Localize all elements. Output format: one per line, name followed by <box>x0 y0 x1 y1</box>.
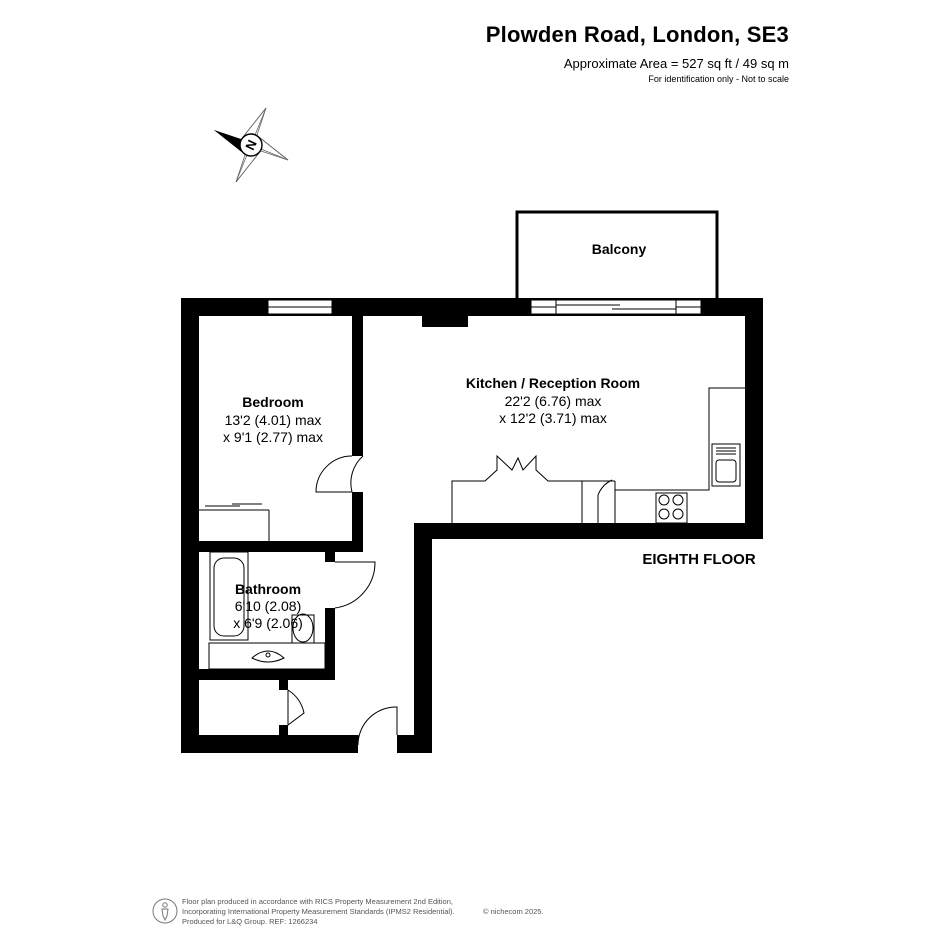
footer-line-3: Produced for L&Q Group. REF: 1266234 <box>182 917 318 926</box>
footer-line-1: Floor plan produced in accordance with R… <box>182 897 453 906</box>
doors <box>287 455 613 746</box>
bathroom-dim-2: x 6'9 (2.06) <box>233 615 303 631</box>
bathroom-fixtures <box>208 551 326 670</box>
room-labels: Balcony Kitchen / Reception Room 22'2 (6… <box>223 241 756 631</box>
disclaimer-note: For identification only - Not to scale <box>648 74 789 84</box>
bedroom-dim-1: 13'2 (4.01) max <box>225 412 322 428</box>
wardrobe <box>199 503 270 541</box>
approximate-area: Approximate Area = 527 sq ft / 49 sq m <box>563 56 789 71</box>
kitchen-dim-2: x 12'2 (3.71) max <box>499 410 607 426</box>
floor-label: EIGHTH FLOOR <box>642 551 755 568</box>
bathroom-dim-1: 6'10 (2.08) <box>235 598 302 614</box>
copyright: © nichecom 2025. <box>483 907 544 916</box>
kitchen-dim-1: 22'2 (6.76) max <box>505 393 602 409</box>
measurement-logo-icon <box>152 898 178 924</box>
footer-line-2: Incorporating International Property Mea… <box>182 907 455 916</box>
footer: Floor plan produced in accordance with R… <box>182 897 455 927</box>
kitchen-worktop <box>614 387 745 524</box>
walls <box>181 298 763 753</box>
windows <box>267 299 702 315</box>
bathroom-label: Bathroom <box>235 581 301 597</box>
balcony-label: Balcony <box>592 241 647 257</box>
property-title: Plowden Road, London, SE3 <box>485 22 789 47</box>
kitchen-label: Kitchen / Reception Room <box>466 375 640 391</box>
kitchen-cupboard <box>451 454 616 523</box>
bedroom-dim-2: x 9'1 (2.77) max <box>223 429 323 445</box>
balcony-outline <box>515 210 719 304</box>
bedroom-label: Bedroom <box>242 394 303 410</box>
header: Plowden Road, London, SE3 Approximate Ar… <box>486 22 789 84</box>
compass-rose-icon: N <box>214 107 289 183</box>
